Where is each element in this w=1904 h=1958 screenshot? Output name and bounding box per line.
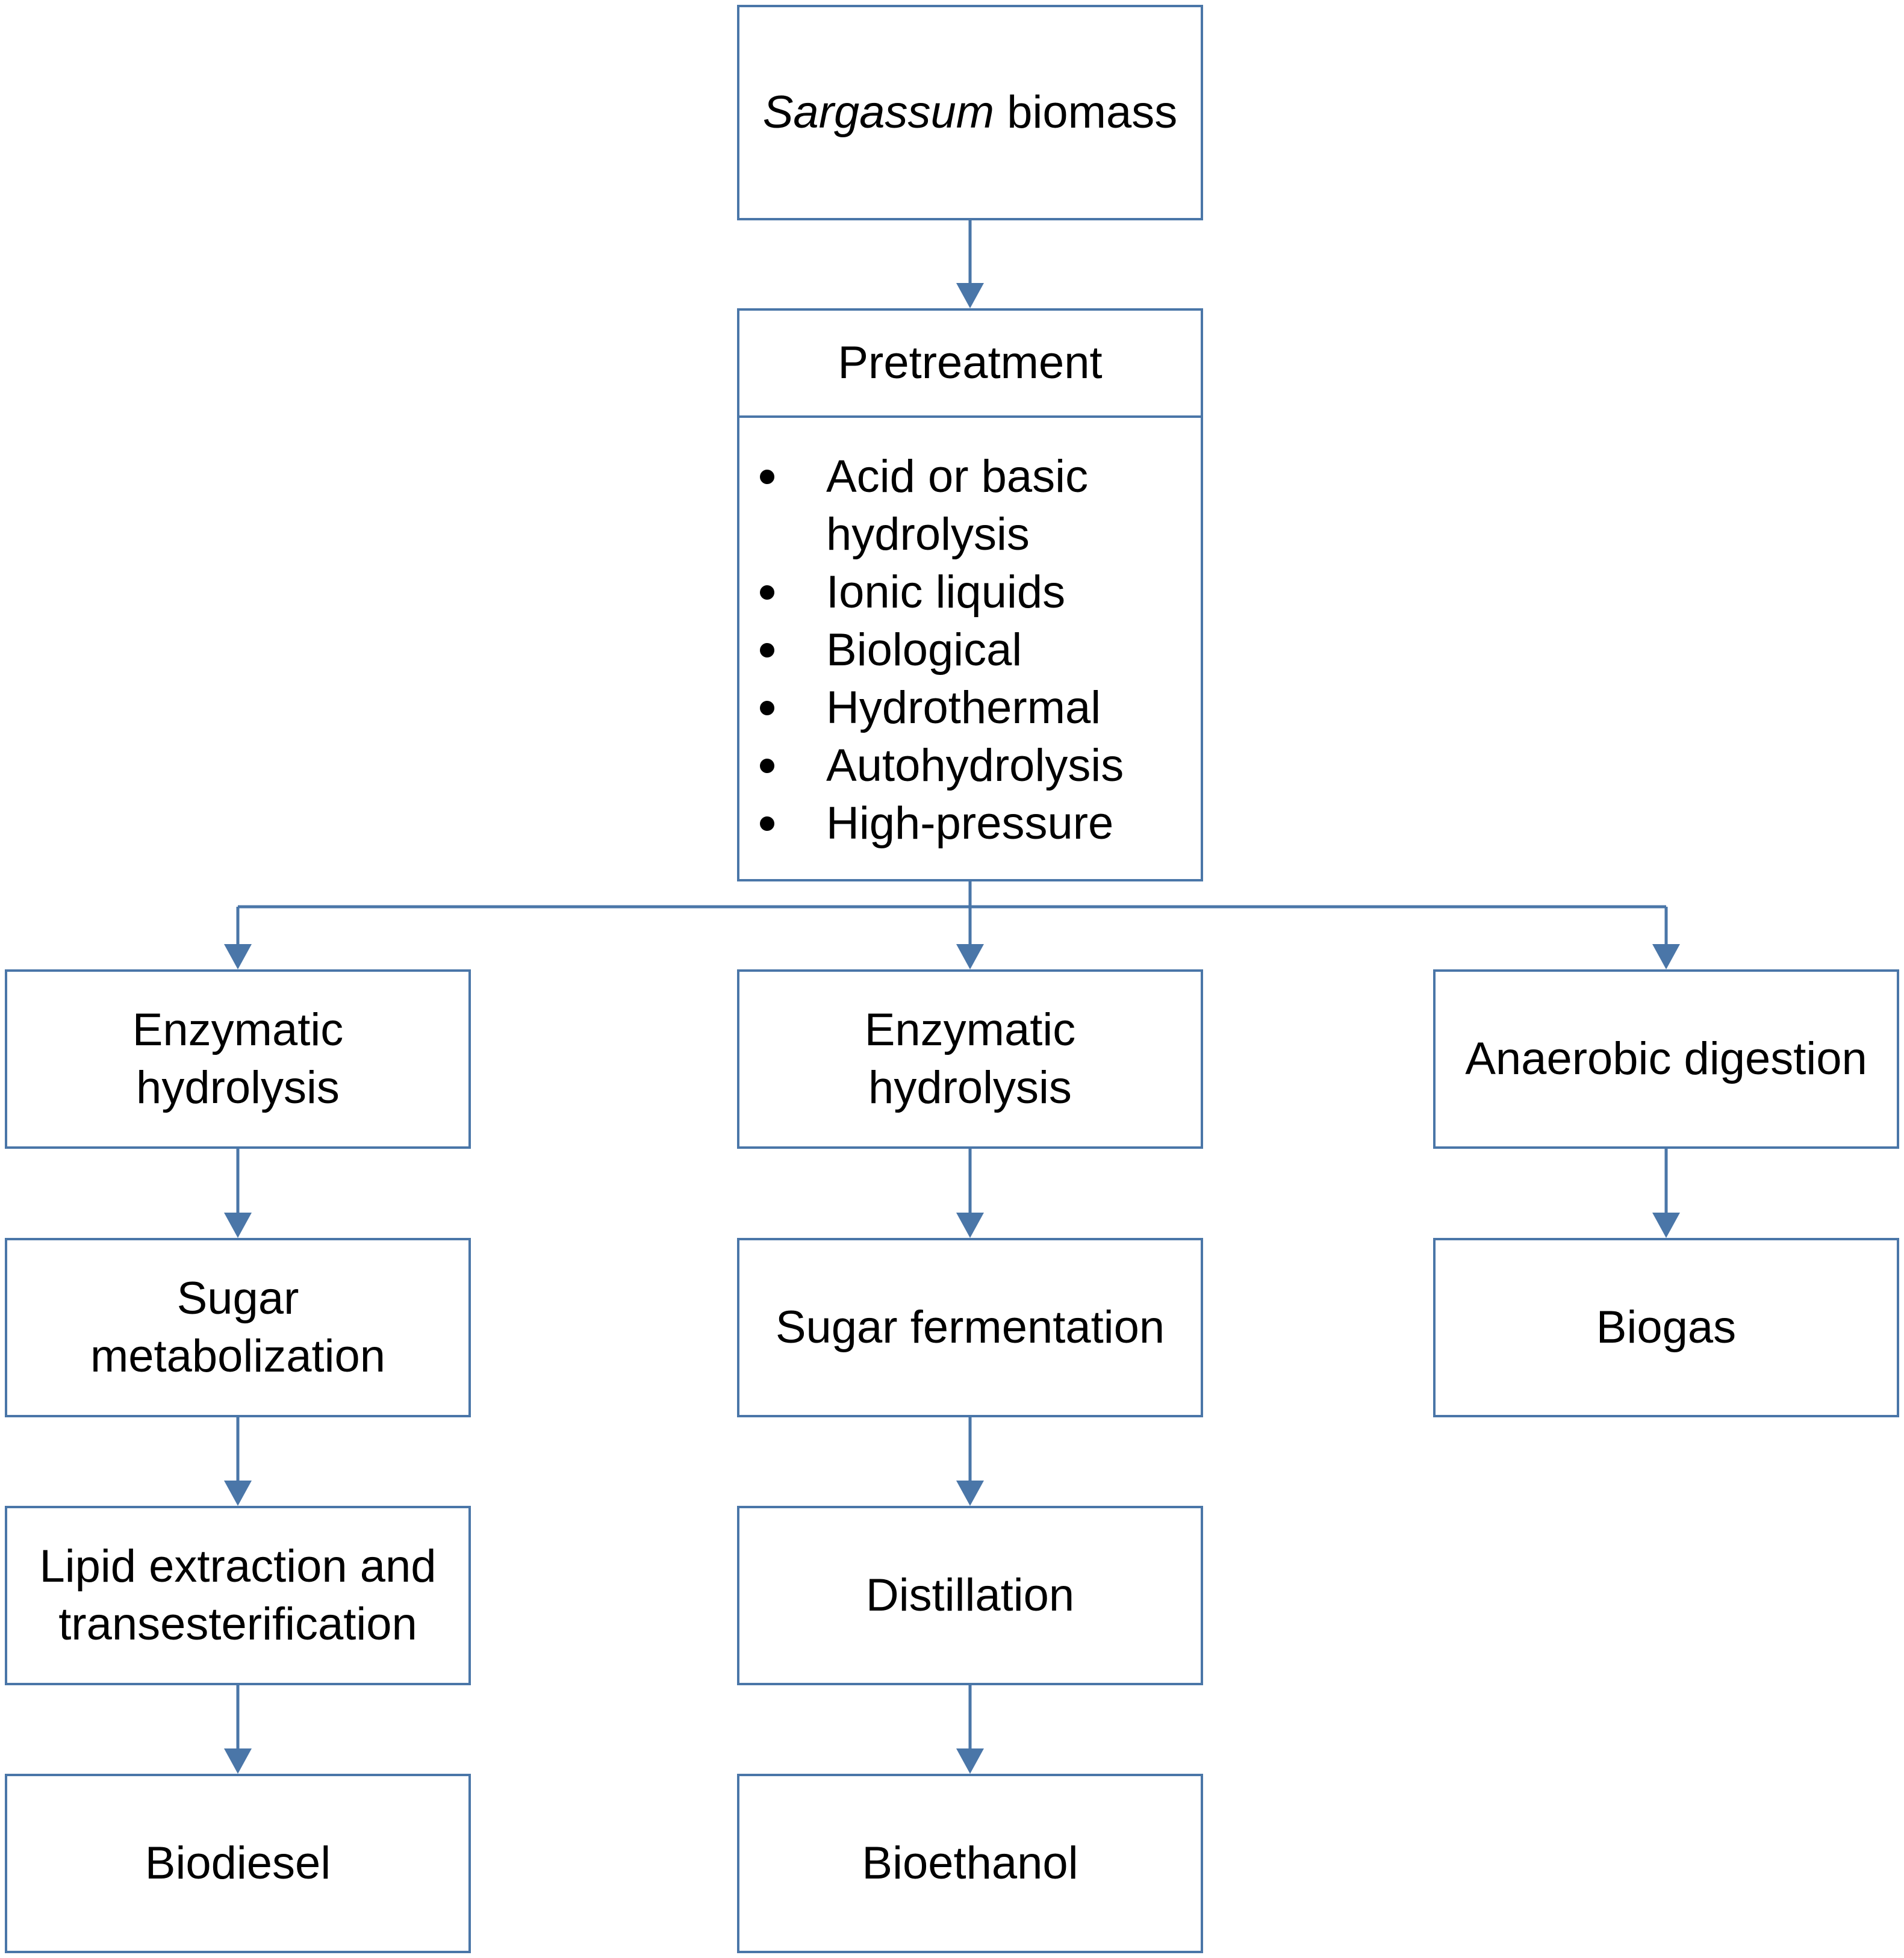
- route-3-step-1: Anaerobic digestion: [1433, 969, 1899, 1149]
- arrowhead-route-1: [224, 944, 252, 969]
- route-2-product: Bioethanol: [737, 1774, 1203, 1953]
- source-label: Sargassum biomass: [745, 84, 1196, 141]
- method-item: Biological: [739, 621, 1201, 679]
- arrowhead-r2-s3: [956, 1481, 984, 1506]
- product-label: Biogas: [1596, 1302, 1737, 1353]
- pretreatment-methods-list: Acid or basic hydrolysis Ionic liquids B…: [739, 418, 1201, 853]
- product-label: Biodiesel: [145, 1838, 331, 1889]
- pretreatment-methods-panel: Acid or basic hydrolysis Ionic liquids B…: [737, 415, 1203, 881]
- method-item: Acid or basic hydrolysis: [739, 448, 1201, 564]
- step-label: Sugar metabolization: [90, 1273, 386, 1382]
- route-1-step-1: Enzymatic hydrolysis: [5, 969, 471, 1149]
- method-item: High-pressure: [739, 795, 1201, 853]
- route-2-step-3: Distillation: [737, 1506, 1203, 1685]
- source-node: Sargassum biomass: [737, 5, 1203, 220]
- arrowhead-r1-s2: [224, 1213, 252, 1238]
- route-2-step-2: Sugar fermentation: [737, 1238, 1203, 1417]
- step-label: Sugar fermentation: [775, 1302, 1165, 1353]
- method-item: Autohydrolysis: [739, 737, 1201, 795]
- route-1-step-2: Sugar metabolization: [5, 1238, 471, 1417]
- arrowhead-r2-s4: [956, 1748, 984, 1774]
- step-label: Distillation: [865, 1570, 1075, 1621]
- arrowhead-route-3: [1652, 944, 1680, 969]
- route-1-product: Biodiesel: [5, 1774, 471, 1953]
- route-2-step-1: Enzymatic hydrolysis: [737, 969, 1203, 1149]
- arrowhead-r2-s2: [956, 1213, 984, 1238]
- step-label: Anaerobic digestion: [1465, 1033, 1867, 1084]
- source-label-italic: Sargassum: [762, 87, 995, 138]
- source-label-rest: biomass: [994, 87, 1178, 138]
- route-1-step-3: Lipid extraction and transesterification: [5, 1506, 471, 1685]
- step-label: Lipid extraction and transesterification: [39, 1541, 437, 1650]
- pretreatment-header: Pretreatment: [737, 308, 1203, 418]
- step-label: Enzymatic hydrolysis: [864, 1004, 1076, 1113]
- arrowhead-r3-s2: [1652, 1213, 1680, 1238]
- arrowhead-pretreatment: [956, 283, 984, 308]
- route-3-product: Biogas: [1433, 1238, 1899, 1417]
- method-item: Hydrothermal: [739, 679, 1201, 737]
- arrowhead-r1-s4: [224, 1748, 252, 1774]
- arrowhead-route-2: [956, 944, 984, 969]
- arrowhead-r1-s3: [224, 1481, 252, 1506]
- method-item: Ionic liquids: [739, 564, 1201, 621]
- step-label: Enzymatic hydrolysis: [132, 1004, 344, 1113]
- pretreatment-title: Pretreatment: [838, 337, 1103, 388]
- product-label: Bioethanol: [862, 1838, 1078, 1889]
